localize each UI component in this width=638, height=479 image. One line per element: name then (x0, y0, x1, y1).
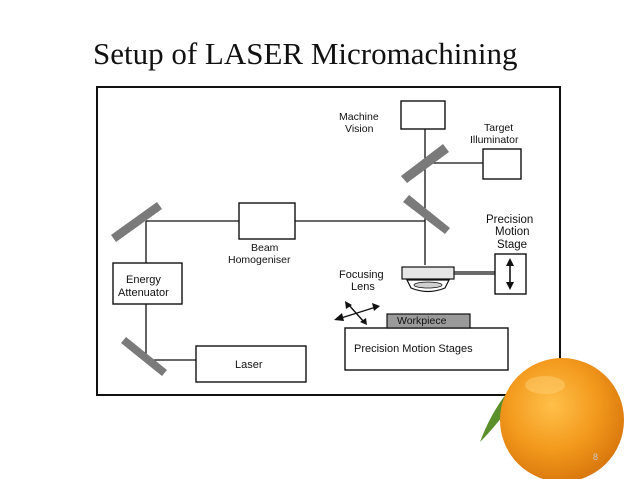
diagram-canvas: Machine Vision Target Illuminator Precis… (111, 100, 533, 383)
orange-body (500, 358, 624, 479)
energy-attenuator-label-line1: Energy (126, 274, 161, 286)
target-illuminator-label-line1: Target (484, 122, 513, 134)
focusing-lens-icon (401, 266, 455, 293)
beam-homogeniser-label-line1: Beam (251, 242, 279, 254)
machine-vision-label-line1: Machine (339, 111, 379, 123)
beam-homogeniser-label-line2: Homogeniser (228, 254, 291, 266)
xy-motion-arrows-icon (334, 301, 380, 325)
precision-motion-stages-label: Precision Motion Stages (354, 343, 473, 355)
orange-fruit-image (480, 358, 624, 479)
slide-title: Setup of LASER Micromachining (93, 36, 518, 71)
machine-vision-box (400, 100, 446, 130)
mirror-beam-splitter (403, 195, 450, 234)
energy-attenuator-box (112, 262, 183, 305)
page-number: 8 (593, 452, 599, 462)
target-illuminator-label-line2: Illuminator (470, 134, 519, 146)
target-illuminator-box (482, 148, 522, 180)
precision-motion-stage-label-line1: Precision (486, 214, 533, 226)
focusing-lens-label-line2: Lens (351, 281, 375, 293)
workpiece-label: Workpiece (397, 315, 447, 327)
laser-setup-diagram: Machine Vision Target Illuminator Precis… (96, 86, 561, 396)
mirror-top-left (111, 202, 162, 242)
precision-motion-stage-label-line2: Motion (495, 226, 530, 238)
vertical-motion-arrow-icon (506, 258, 514, 290)
mirror-illuminator (401, 144, 449, 183)
focusing-lens-label-line1: Focusing (339, 269, 384, 281)
energy-attenuator-label-line2: Attenuator (118, 287, 169, 299)
laser-box (195, 345, 307, 383)
mirrors (111, 144, 450, 376)
workpiece-block (386, 313, 471, 329)
mirror-bottom-left (121, 337, 167, 376)
precision-motion-stage-label-line3: Stage (497, 239, 527, 251)
laser-label: Laser (235, 359, 263, 371)
beam-homogeniser-box (238, 202, 296, 240)
machine-vision-label-line2: Vision (345, 123, 374, 135)
